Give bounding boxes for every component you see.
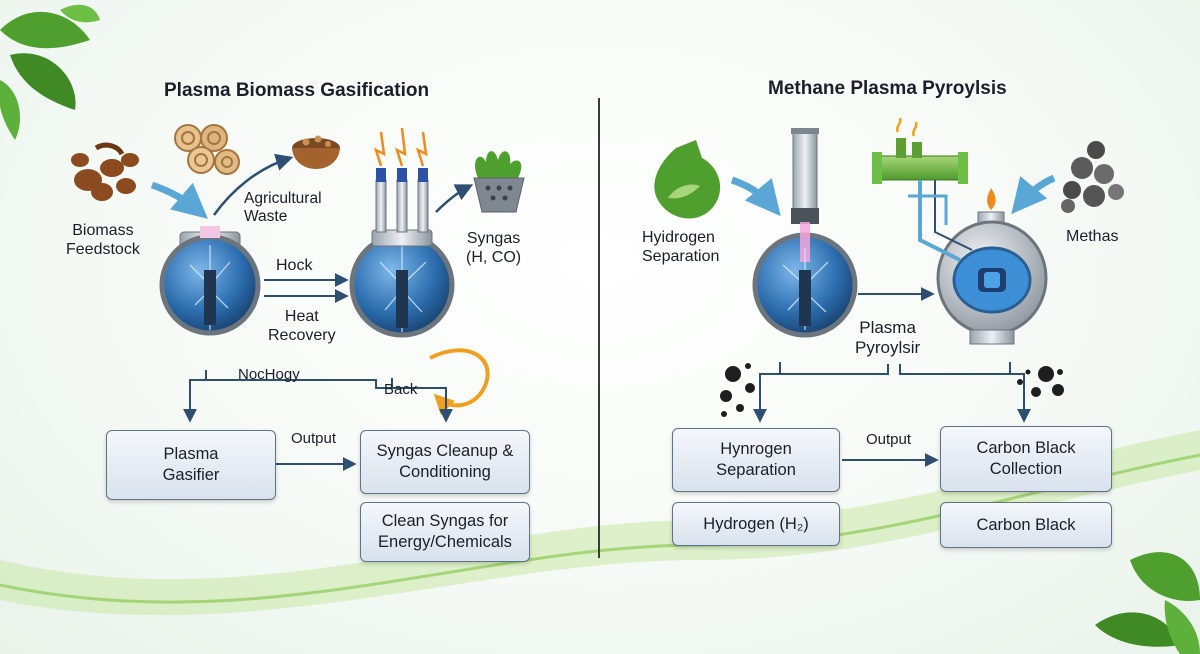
plasma-torch-column xyxy=(791,128,819,224)
left-down-arrow-2 xyxy=(392,387,453,423)
plasma-pyroylsir-label: Plasma Pyroylsir xyxy=(855,318,921,358)
leaf-bottom-right-icon xyxy=(1095,552,1200,654)
recycle-orange-arrow xyxy=(429,348,490,415)
plasma-gasifier-box: Plasma Gasifier xyxy=(106,430,276,500)
left-bracket-line xyxy=(189,370,207,395)
leaf-top-left-icon xyxy=(0,4,100,140)
syngas-cleanup-box: Syngas Cleanup & Conditioning xyxy=(360,430,530,494)
left-output-label: Output xyxy=(291,430,337,447)
syngas-plant-icon xyxy=(473,151,525,213)
right-down-arrow-2 xyxy=(1010,373,1031,423)
left-panel-title: Plasma Biomass Gasification xyxy=(164,80,430,101)
plasma-reactor-1 xyxy=(159,226,261,336)
biomass-feedstock-icon xyxy=(71,142,139,201)
back-label: Back xyxy=(384,381,418,398)
hydrogen-box: Hydrogen (H₂) xyxy=(672,502,840,546)
agricultural-arrow xyxy=(212,153,294,216)
syngas-out-arrow xyxy=(435,184,474,213)
agricultural-waste-icon xyxy=(292,135,340,169)
hynrogen-separation-box: Hynrogen Separation xyxy=(672,428,840,492)
feedstock-arrow xyxy=(150,181,208,219)
blue-pipe-1 xyxy=(918,180,961,262)
wood-logs-icon xyxy=(174,124,240,175)
hydrogen-blue-arrow xyxy=(730,176,781,217)
left-bracket-line-2 xyxy=(206,378,393,389)
biomass-feedstock-label: Biomass Feedstock xyxy=(66,222,140,258)
right-bracket-line xyxy=(759,362,889,392)
right-panel-title: Methane Plasma Pyroylsis xyxy=(768,78,1007,99)
agricultural-waste-label: Agricultural Waste xyxy=(244,190,322,226)
clean-syngas-box: Clean Syngas for Energy/Chemicals xyxy=(360,502,530,562)
nochogy-label: NocHogy xyxy=(238,366,300,383)
carbon-particles-icon xyxy=(1061,141,1124,213)
carbon-black-box: Carbon Black xyxy=(940,502,1112,548)
hock-label: Hock xyxy=(276,257,313,274)
industrial-pipe-icon xyxy=(872,117,968,184)
carbon-black-collection-box: Carbon Black Collection xyxy=(940,426,1112,492)
carbon-dots-left-icon xyxy=(720,363,755,417)
syngas-label: Syngas (H, CO) xyxy=(466,230,522,266)
hydrogen-bottle-icon xyxy=(654,140,721,219)
right-bracket-line-2 xyxy=(899,362,1011,375)
panel-divider xyxy=(598,98,600,558)
heat-recovery-label: Heat Recovery xyxy=(268,308,336,344)
pyrolysis-reactor-1 xyxy=(752,222,858,338)
hydrogen-separation-label: Hyidrogen Separation xyxy=(642,229,720,265)
methane-tank xyxy=(936,188,1048,345)
blue-pipe-3 xyxy=(908,194,948,225)
plasma-reactor-2 xyxy=(349,127,455,338)
methas-blue-arrow xyxy=(1011,174,1056,215)
methas-label: Methas xyxy=(1066,228,1119,245)
right-output-label: Output xyxy=(866,431,912,448)
carbon-dots-right-icon xyxy=(1017,366,1064,397)
